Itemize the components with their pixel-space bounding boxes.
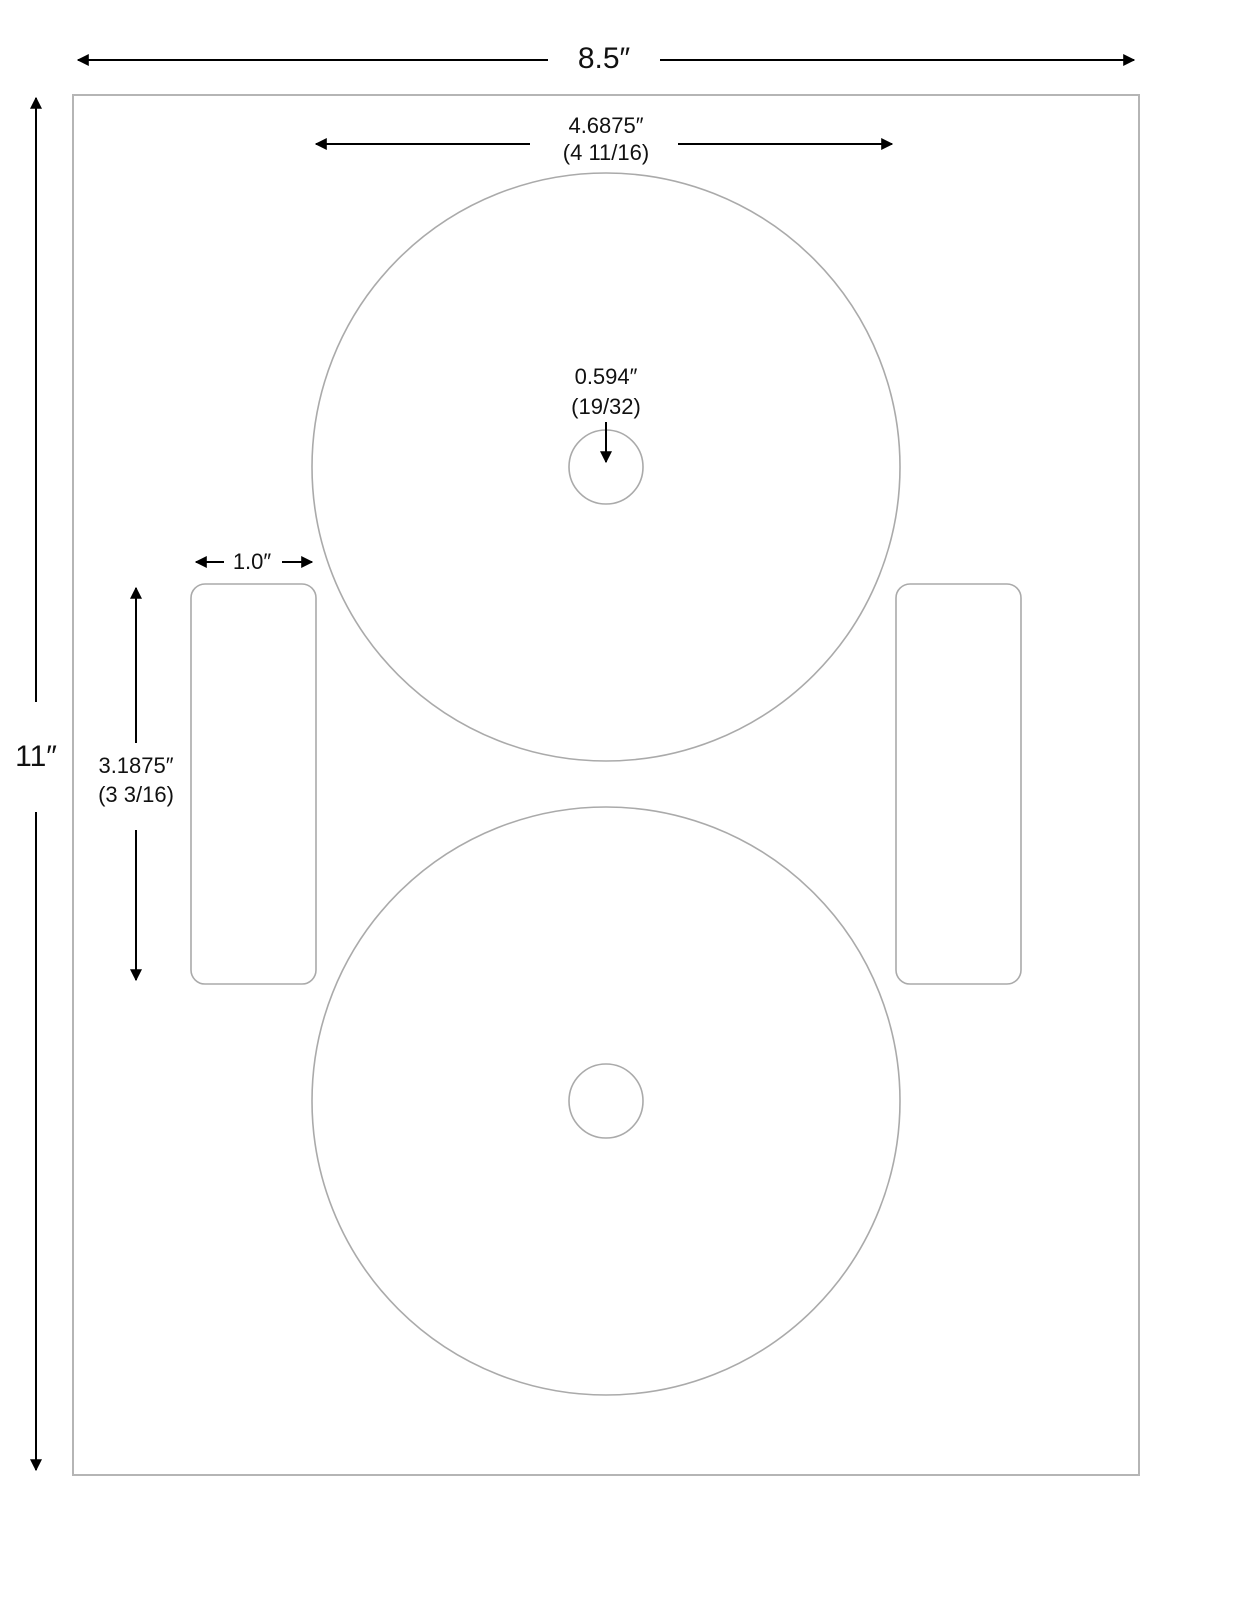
spine-label-left [190,583,317,985]
sheet-outline [72,94,1140,1476]
sheet-width-label: 8.5″ [577,42,631,75]
disc-label-top [311,172,901,762]
spine-width-label: 1.0″ [232,549,272,574]
disc-diameter-fraction: (4 11/16) [562,140,650,165]
disc-diameter-label: 4.6875″ [568,113,644,138]
sheet-height-label: 11″ [15,740,57,773]
spine-height-label: 3.1875″ [98,753,174,778]
spine-height-fraction: (3 3/16) [98,782,174,807]
hole-diameter-fraction: (19/32) [571,394,641,419]
disc-hole-bottom [568,1063,644,1139]
hole-diameter-label: 0.594″ [574,364,638,389]
disc-label-bottom [311,806,901,1396]
spine-label-right [895,583,1022,985]
